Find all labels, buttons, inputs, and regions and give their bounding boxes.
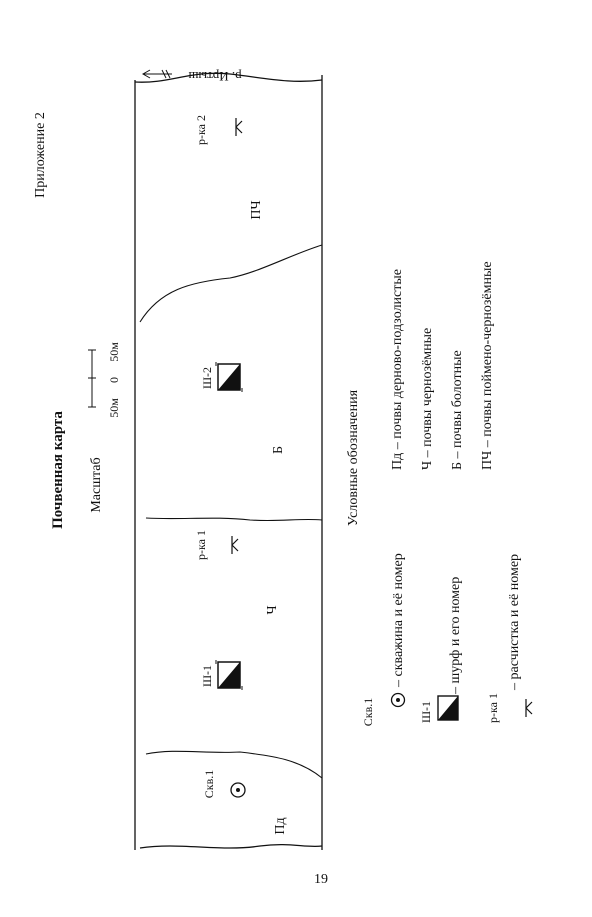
map-title: Почвенная карта [50, 411, 66, 529]
legend-well-icon [390, 692, 406, 708]
legend-clearing-label: р-ка 1 [486, 693, 500, 723]
appendix-label: Приложение 2 [33, 112, 48, 198]
scale-left-label: 50м [107, 398, 121, 418]
river-flow-arrow [141, 69, 172, 79]
scale-right-label: 50м [107, 342, 121, 362]
pit-2-label: Ш-2 [200, 367, 214, 389]
soil-boundaries [139, 244, 323, 779]
scale-bar [88, 349, 96, 408]
well-icon [230, 782, 246, 798]
legend-well-label: Скв.1 [361, 698, 375, 727]
pit-icon [215, 362, 243, 392]
clearing-2-label: р-ка 2 [194, 115, 208, 145]
clearing-icon [231, 536, 239, 554]
page-number: 19 [314, 872, 328, 887]
clearing-icon [235, 118, 243, 136]
zone-label-ch: Ч [265, 605, 280, 614]
clearing-1-label: р-ка 1 [194, 530, 208, 560]
boundary-pch-b [139, 244, 323, 323]
zone-label-b: Б [271, 446, 286, 454]
river-label: р. Иртыш [188, 69, 241, 84]
scale-label: Масштаб [89, 457, 104, 512]
legend-title: Условные обозначения [346, 389, 361, 526]
pit-1-label: Ш-1 [200, 665, 214, 687]
zone-label-pd: Пд [273, 817, 288, 834]
legend-pit-icon [437, 695, 459, 721]
legend-clearing-icon [525, 699, 533, 717]
boundary-ch-pd [145, 750, 323, 779]
zone-label-pch: ПЧ [249, 200, 264, 219]
legend-soil-pd: Пд – почвы дерново-подзолистые [390, 269, 405, 470]
pit-icon [215, 660, 243, 690]
scale-zero-label: 0 [107, 377, 121, 383]
legend-clearing-text: – расчистка и её номер [507, 554, 522, 691]
legend-pit-label: Ш-1 [419, 701, 433, 723]
boundary-b-ch [145, 517, 323, 522]
legend-well-text: – скважина и её номер [391, 553, 406, 688]
legend-soil-ch: Ч – почвы чернозёмные [420, 328, 435, 470]
legend-pit-text: – шурф и его номер [448, 577, 463, 695]
legend-soil-b: Б – почвы болотные [450, 350, 465, 470]
legend-soil-pch: ПЧ – почвы поймено-чернозёмные [480, 261, 495, 470]
map-frame [134, 72, 323, 850]
well-1-label: Скв.1 [202, 770, 216, 799]
